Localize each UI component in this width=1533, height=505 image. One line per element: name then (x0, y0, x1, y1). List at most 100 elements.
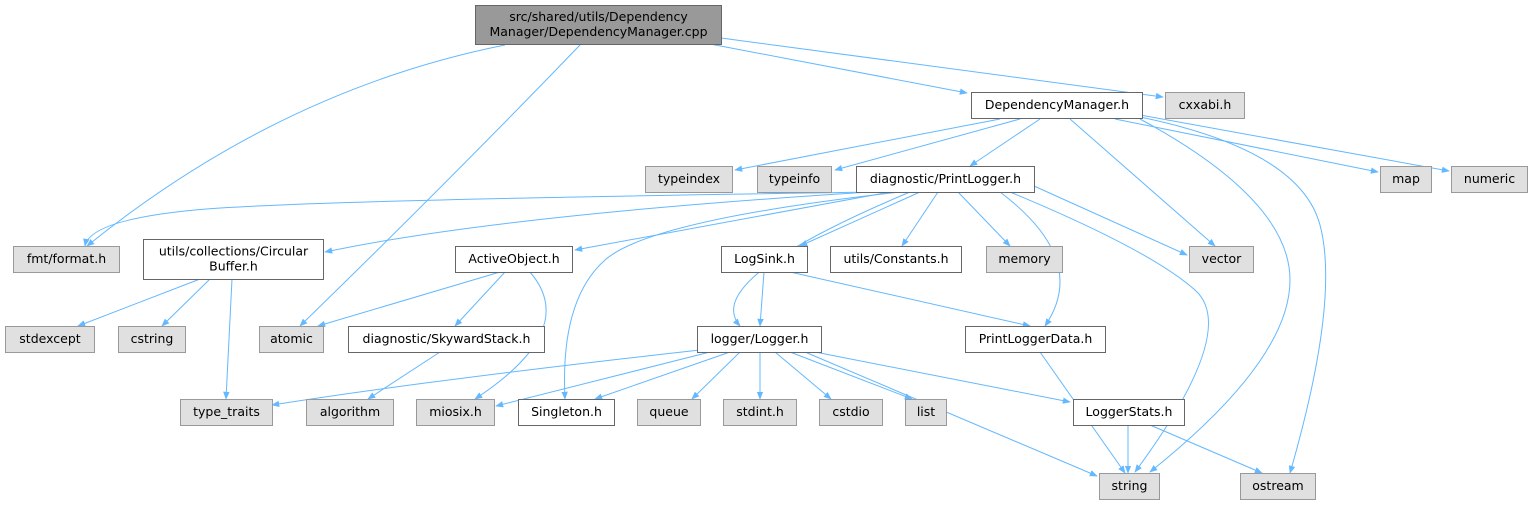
edge-depman-to-map (1114, 118, 1379, 174)
node-label: map (1392, 171, 1420, 186)
node-queue[interactable]: queue (637, 399, 701, 426)
node-label: memory (998, 251, 1051, 266)
node-box (856, 166, 1035, 193)
node-label: list (917, 404, 935, 419)
edge-printlogger-to-constants (901, 191, 939, 247)
node-box (723, 399, 797, 426)
node-box (13, 246, 120, 273)
node-box (455, 246, 573, 273)
node-map[interactable]: map (1380, 166, 1432, 193)
node-fmt[interactable]: fmt/format.h (13, 246, 120, 273)
edge-activeobject-to-skyward (454, 271, 506, 327)
node-list[interactable]: list (905, 399, 947, 426)
node-box (645, 166, 733, 193)
node-box (5, 326, 95, 353)
node-box (518, 399, 615, 426)
edge-logger-to-cstdio (774, 351, 832, 400)
node-cstring[interactable]: cstring (118, 326, 186, 353)
node-ostream[interactable]: ostream (1240, 473, 1316, 500)
node-box (1099, 473, 1160, 500)
node-cstdio[interactable]: cstdio (819, 399, 883, 426)
node-label: src/shared/utils/Dependency (509, 9, 688, 24)
edges-layer (77, 37, 1450, 477)
node-memory[interactable]: memory (986, 246, 1063, 273)
edge-printlogger-to-fmt (83, 191, 881, 247)
edge-printlogger-to-vector (1033, 185, 1188, 256)
edge-circular-to-stdexcept (77, 278, 201, 327)
node-box (259, 326, 324, 353)
edge-root-to-fmt (86, 44, 506, 247)
edge-logger-to-queue (691, 351, 741, 400)
node-label: Singleton.h (531, 404, 602, 419)
node-label: algorithm (320, 404, 380, 419)
node-vector[interactable]: vector (1189, 246, 1254, 273)
node-stdint[interactable]: stdint.h (723, 399, 797, 426)
edge-depman-to-string (1139, 118, 1291, 473)
node-loggerstats[interactable]: LoggerStats.h (1073, 399, 1185, 426)
edge-logger-to-string (804, 351, 1098, 477)
node-singleton[interactable]: Singleton.h (518, 399, 615, 426)
node-constants[interactable]: utils/Constants.h (830, 246, 962, 273)
node-box (905, 399, 947, 426)
node-cxxabi[interactable]: cxxabi.h (1165, 92, 1245, 119)
node-label: ActiveObject.h (468, 251, 559, 266)
edge-loggerstats-to-ostream (1149, 424, 1263, 474)
node-logsink[interactable]: LogSink.h (721, 246, 808, 273)
node-label: stdexcept (19, 331, 80, 346)
node-typeindex[interactable]: typeindex (645, 166, 733, 193)
node-label: stdint.h (736, 404, 784, 419)
node-box (819, 399, 883, 426)
node-box (637, 399, 701, 426)
node-box (757, 166, 832, 193)
node-algorithm[interactable]: algorithm (306, 399, 394, 426)
edge-circular-to-typetraits (223, 278, 233, 400)
node-label: Manager/DependencyManager.cpp (489, 24, 707, 39)
edge-logger-to-singleton (594, 351, 731, 400)
node-label: utils/collections/Circular (159, 244, 309, 259)
node-activeobject[interactable]: ActiveObject.h (455, 246, 573, 273)
node-label: atomic (270, 331, 313, 346)
node-box (180, 399, 273, 426)
node-label: utils/Constants.h (843, 251, 948, 266)
node-skyward[interactable]: diagnostic/SkywardStack.h (348, 326, 545, 353)
node-box (721, 246, 808, 273)
edge-depman-to-numeric (1139, 114, 1450, 173)
node-label: string (1112, 478, 1148, 493)
edge-activeobject-to-atomic (317, 271, 501, 328)
nodes-layer: src/shared/utils/DependencyManager/Depen… (5, 5, 1528, 500)
node-miosix[interactable]: miosix.h (416, 399, 495, 426)
node-label: vector (1202, 251, 1243, 266)
node-typetraits[interactable]: type_traits (180, 399, 273, 426)
edge-printlogger-to-memory (957, 191, 1011, 247)
edge-depman-to-typeinfo (834, 118, 1021, 172)
node-depman[interactable]: DependencyManager.h (971, 92, 1143, 119)
edge-depman-to-printlogger (969, 118, 1041, 167)
node-box (1165, 92, 1245, 119)
node-box (1240, 473, 1316, 500)
node-label: cstring (131, 331, 174, 346)
node-numeric[interactable]: numeric (1451, 166, 1528, 193)
edge-logger-to-typetraits (271, 349, 701, 408)
edge-root-to-cxxabi (720, 37, 1164, 100)
node-label: cxxabi.h (1179, 97, 1232, 112)
node-typeinfo[interactable]: typeinfo (757, 166, 832, 193)
edge-printlogger-to-string (1009, 191, 1209, 473)
node-box (1380, 166, 1432, 193)
node-label: diagnostic/SkywardStack.h (363, 331, 531, 346)
node-printloggerdata[interactable]: PrintLoggerData.h (965, 326, 1106, 353)
node-printlogger[interactable]: diagnostic/PrintLogger.h (856, 166, 1035, 193)
node-stdexcept[interactable]: stdexcept (5, 326, 95, 353)
node-label: numeric (1464, 171, 1515, 186)
edge-logsink-to-printloggerdata (789, 271, 1031, 328)
node-atomic[interactable]: atomic (259, 326, 324, 353)
edge-skyward-to-algorithm (367, 351, 441, 400)
node-box (306, 399, 394, 426)
node-label: fmt/format.h (27, 251, 106, 266)
node-logger[interactable]: logger/Logger.h (697, 326, 822, 353)
edge-root-to-depman (709, 43, 968, 95)
edge-logger-to-list (789, 351, 913, 400)
node-label: logger/Logger.h (711, 331, 809, 346)
node-string[interactable]: string (1099, 473, 1160, 500)
